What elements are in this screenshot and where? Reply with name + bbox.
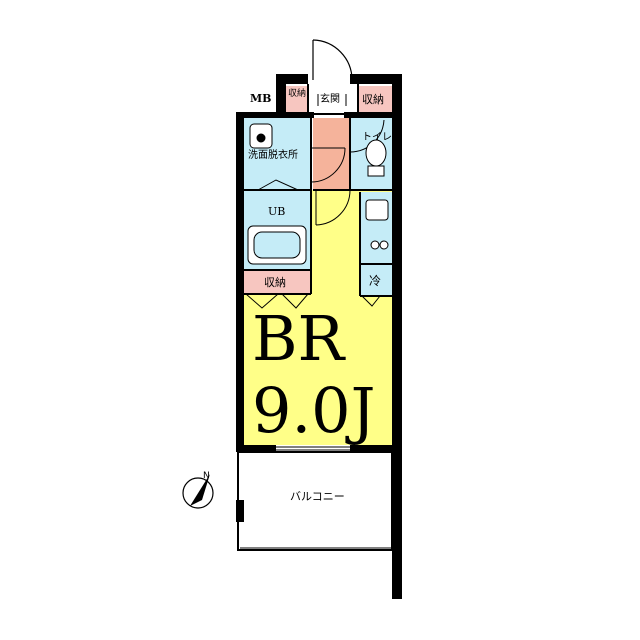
storage-top-small-fill [286, 86, 308, 114]
walls [236, 74, 402, 599]
compass-north-label: N [203, 471, 210, 481]
entrance-fill [313, 118, 350, 190]
entrance-door [312, 39, 353, 81]
fridge-label: 冷 [369, 274, 381, 288]
bedroom-name: BR [252, 302, 347, 375]
entrance-top-fill [313, 86, 350, 114]
toilet-bowl [365, 139, 387, 167]
washroom-label: 洗面脱衣所 [248, 148, 298, 161]
mb-label: MB [250, 92, 271, 105]
toilet-label: トイレ [362, 132, 392, 143]
fridge-fill [360, 264, 392, 296]
storage-mid-label: 収納 [264, 276, 286, 289]
bedroom-size: 9.0J [252, 374, 375, 447]
storage-top-right-label: 収納 [362, 93, 384, 106]
storage-top-small-label: 収納 [288, 87, 306, 99]
fixtures [247, 123, 389, 265]
unit-bath-label: UB [268, 205, 285, 218]
interior-walls [244, 84, 392, 297]
entrance-label: 玄関 [320, 92, 340, 105]
balcony-outline [237, 451, 393, 551]
storage-top-right-fill [358, 86, 392, 114]
windows [276, 446, 350, 451]
storage-mid-fill [244, 270, 311, 294]
balcony-label: バルコニー [290, 490, 345, 503]
kitchen-sink [365, 199, 389, 221]
compass-icon: N [182, 471, 214, 509]
